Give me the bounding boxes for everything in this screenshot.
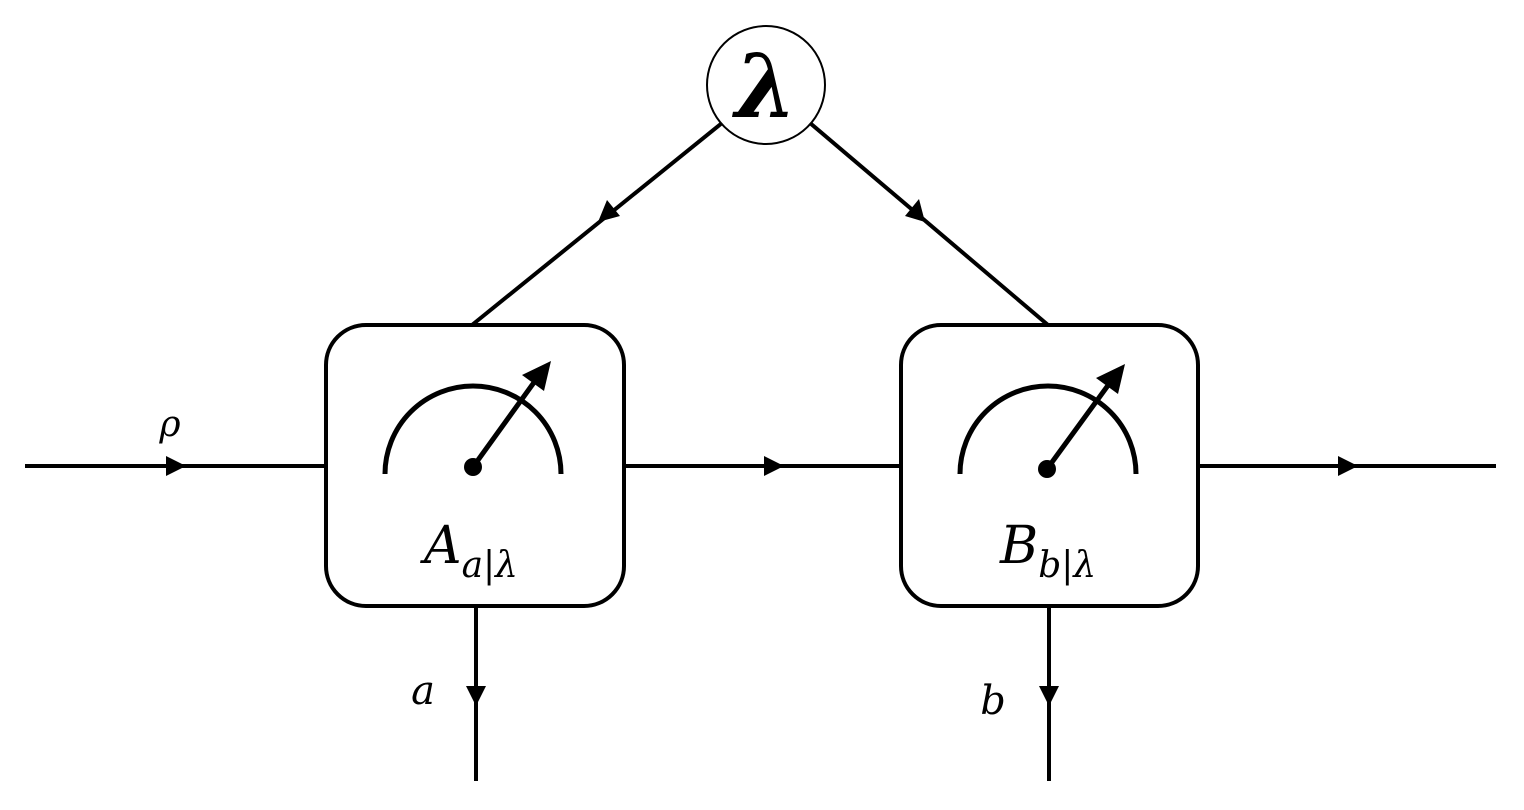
outcome-arrow-a (466, 686, 486, 706)
meter-needle-b (1044, 382, 1112, 471)
measurement-operator-b-symbol: B (999, 516, 1038, 576)
measurement-operator-b-subscript: b|λ (1038, 545, 1096, 586)
measurement-operator-a-symbol: A (420, 516, 462, 576)
intermediate-arrow (764, 456, 784, 476)
meter-needle-tip-a (522, 361, 551, 391)
meter-pivot-b (1038, 460, 1056, 478)
hidden-variable-symbol: λ (731, 34, 797, 138)
meter-needle-a (470, 379, 538, 469)
hidden-variable-node (706, 25, 826, 145)
outcome-label-b: b (980, 678, 1006, 724)
measurement-operator-a-subscript: a|λ (462, 545, 518, 586)
measurement-operator-b: Bb|λ (999, 516, 1096, 586)
outcome-arrow-b (1039, 686, 1059, 706)
hidden-variable-arrow-a (598, 200, 620, 222)
meter-arc-b (957, 383, 1139, 475)
measurement-operator-a: Aa|λ (420, 516, 518, 586)
meter-pivot-a (464, 458, 482, 476)
outcome-label-a: a (411, 668, 435, 714)
input-state-label: ρ (158, 404, 180, 445)
hidden-variable-arrow-b (905, 199, 925, 222)
meter-needle-tip-b (1096, 364, 1125, 394)
input-arrow (166, 456, 186, 476)
hidden-variable-line-to-a (470, 121, 724, 327)
output-arrow (1338, 456, 1358, 476)
hidden-variable-line-to-b (808, 121, 1050, 327)
meter-arc-a (382, 383, 564, 475)
